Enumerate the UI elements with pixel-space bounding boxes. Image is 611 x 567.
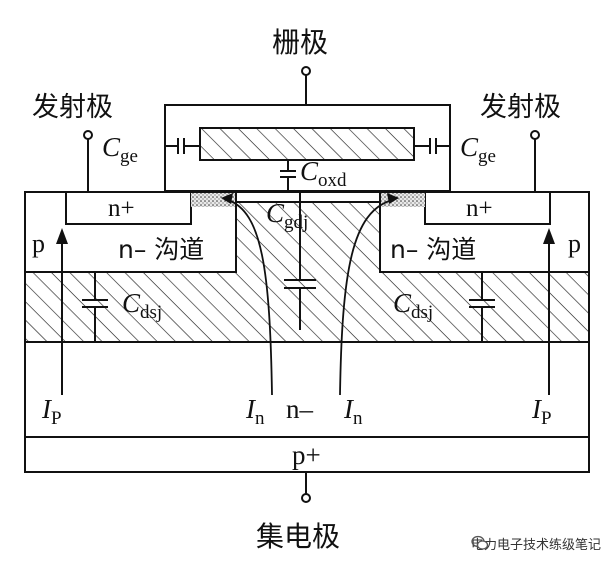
cdsj-left-capacitor (82, 272, 108, 342)
emitter-terminals (83, 130, 540, 192)
ip-right-i: I (531, 394, 543, 424)
cdsj-left-sub: dsj (140, 302, 162, 323)
gate-label: 栅极 (272, 26, 328, 59)
channel-left (191, 193, 235, 207)
in-left-sub: n (255, 408, 265, 429)
cge-right-capacitor (414, 138, 450, 154)
pplus-label: p+ (292, 440, 321, 470)
cge-right-c: C (460, 132, 479, 162)
collector-terminal (301, 472, 311, 503)
svg-text:In: In (343, 394, 363, 429)
nplus-right-label: n+ (466, 195, 493, 222)
wechat-icon (471, 535, 489, 550)
nplus-left (65, 191, 192, 225)
ip-left-sub: P (51, 408, 62, 429)
cdsj-left-c: C (122, 288, 141, 318)
cgdj-sub: gdj (284, 212, 308, 233)
cge-right-sub: ge (478, 146, 496, 167)
coxd-c: C (300, 156, 319, 186)
n-minus-label: n– (286, 394, 314, 424)
cgdj-c: C (266, 198, 285, 228)
ip-left-i: I (41, 394, 53, 424)
arrow-up-left-icon (56, 228, 68, 244)
cge-left-sub: ge (120, 146, 138, 167)
cge-left-capacitor (165, 138, 200, 154)
p-left-label: p (32, 229, 45, 258)
svg-text:Cdsj: Cdsj (393, 288, 433, 323)
ip-right-sub: P (541, 408, 552, 429)
cgdj-capacitor (284, 192, 316, 330)
gate-electrode (199, 127, 415, 161)
channel-arrowheads (221, 193, 399, 204)
svg-text:Cgdj: Cgdj (266, 198, 308, 233)
in-right-i: I (343, 394, 355, 424)
svg-text:Cge: Cge (460, 132, 496, 167)
svg-text:Cge: Cge (102, 132, 138, 167)
svg-text:IP: IP (531, 394, 552, 429)
svg-text:In: In (245, 394, 265, 429)
n-channel-left-label: n– 沟道 (118, 235, 204, 264)
nplus-left-label: n+ (108, 195, 135, 222)
p-right-label: p (568, 229, 581, 258)
svg-text:Coxd: Coxd (300, 156, 347, 191)
cge-left-c: C (102, 132, 121, 162)
arrow-up-right-icon (543, 228, 555, 244)
svg-text:IP: IP (41, 394, 62, 429)
watermark-text: 电力电子技术练级笔记 (470, 538, 601, 553)
watermark: 电力电子技术练级笔记 (471, 534, 601, 553)
emitter-right-label: 发射极 (480, 92, 561, 123)
n-channel-right-label: n– 沟道 (390, 235, 476, 264)
collector-label: 集电极 (256, 520, 340, 553)
svg-text:Cdsj: Cdsj (122, 288, 162, 323)
p-well-left (25, 192, 237, 273)
coxd-sub: oxd (318, 170, 347, 191)
emitter-left-label: 发射极 (32, 92, 113, 123)
in-left-i: I (245, 394, 257, 424)
coxd-capacitor (280, 160, 296, 192)
in-right-sub: n (353, 408, 363, 429)
cdsj-right-capacitor (469, 272, 495, 342)
electron-current-paths (227, 199, 393, 396)
nplus-right (424, 191, 551, 225)
cdsj-right-c: C (393, 288, 412, 318)
cdsj-right-sub: dsj (411, 302, 433, 323)
